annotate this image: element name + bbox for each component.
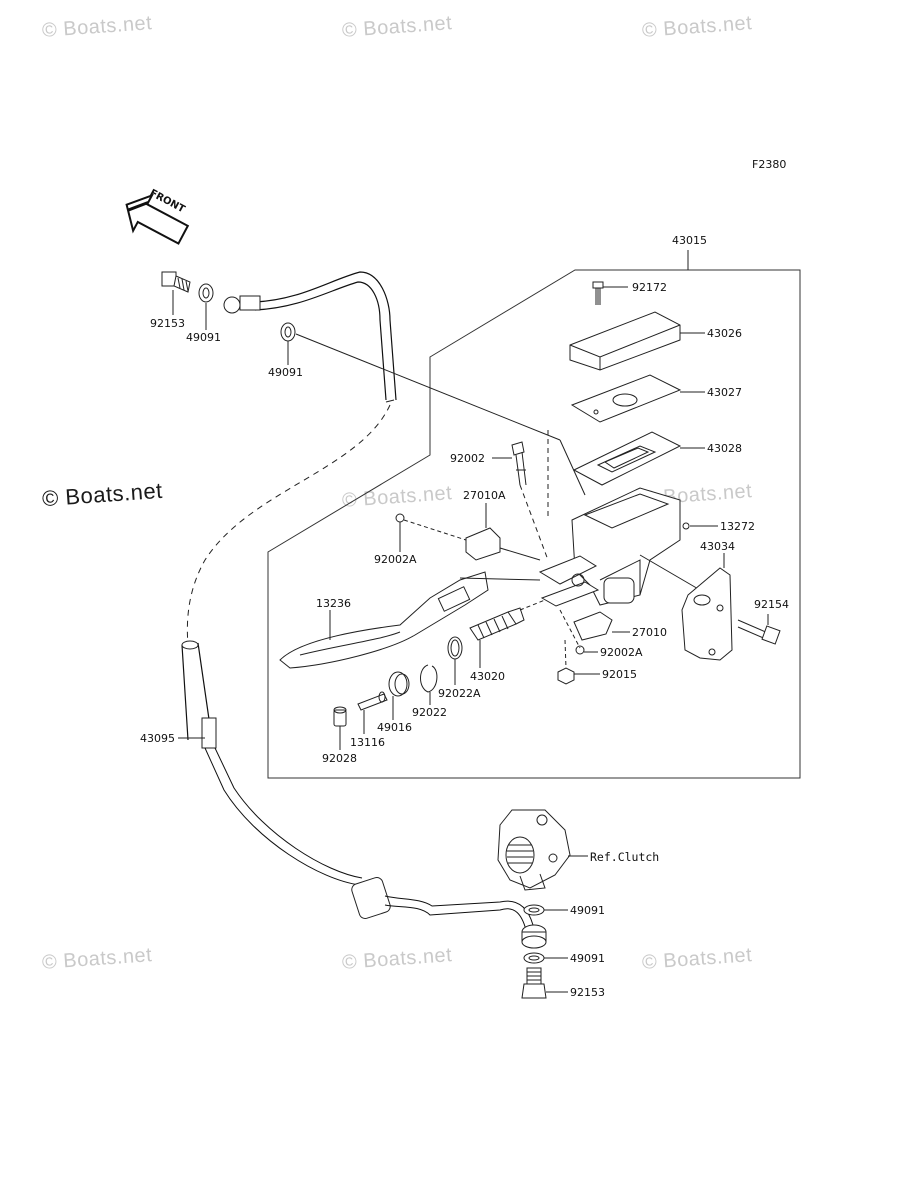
- label-92153-top: 92153: [150, 317, 185, 330]
- lever-holder: [538, 555, 600, 607]
- screw-92172: [592, 281, 604, 305]
- switch-27010: [573, 611, 613, 641]
- switch-27010A: [465, 527, 501, 561]
- nut-92015: [557, 667, 575, 685]
- assembly-outline: [267, 269, 801, 779]
- washer-49091-d: [523, 952, 545, 964]
- label-92002A-bot: 92002A: [600, 646, 643, 659]
- hose-dashed-path: [186, 404, 391, 646]
- boot-49016: [388, 671, 410, 697]
- label-92154: 92154: [754, 598, 789, 611]
- label-43095: 43095: [140, 732, 175, 745]
- screw-92002A-bot: [575, 645, 585, 655]
- clutch-release-cylinder: [497, 809, 571, 891]
- label-92022: 92022: [412, 706, 447, 719]
- label-49091-d: 49091: [570, 952, 605, 965]
- cover-43034: [681, 567, 733, 661]
- label-13272: 13272: [720, 520, 755, 533]
- banjo-fitting-top: [223, 295, 261, 314]
- label-43034: 43034: [700, 540, 735, 553]
- label-92172: 92172: [632, 281, 667, 294]
- piston-assembly-43020: [469, 607, 525, 641]
- washer-49091-a: [198, 283, 214, 303]
- cap-92028: [333, 706, 347, 727]
- screw-92002A-top: [395, 513, 467, 541]
- screw-13272: [682, 522, 690, 530]
- label-92153-bot: 92153: [570, 986, 605, 999]
- label-43026: 43026: [707, 327, 742, 340]
- label-13116: 13116: [350, 736, 385, 749]
- clutch-hose-lower: [204, 747, 363, 886]
- label-49091-a: 49091: [186, 331, 221, 344]
- label-92002A-top: 92002A: [374, 553, 417, 566]
- washer-49091-b: [280, 322, 296, 342]
- figure-code: F2380: [752, 158, 787, 171]
- label-49091-b: 49091: [268, 366, 303, 379]
- front-arrow-icon: [125, 193, 190, 245]
- banjo-fitting-bottom: [521, 924, 547, 949]
- label-92002: 92002: [450, 452, 485, 465]
- label-49091-c: 49091: [570, 904, 605, 917]
- label-92028: 92028: [322, 752, 357, 765]
- label-43015: 43015: [672, 234, 707, 247]
- bolt-92153-top: [161, 271, 191, 293]
- label-49016: 49016: [377, 721, 412, 734]
- circlip-92022: [420, 664, 438, 693]
- label-43020: 43020: [470, 670, 505, 683]
- bolt-92154: [737, 619, 781, 645]
- label-92022A: 92022A: [438, 687, 481, 700]
- diaphragm-43028: [572, 431, 682, 486]
- label-92015: 92015: [602, 668, 637, 681]
- reservoir-cap-43026: [569, 311, 681, 371]
- clutch-hose: [254, 271, 397, 401]
- pushrod-13116: [357, 691, 388, 734]
- master-cylinder-body: [571, 487, 681, 606]
- label-13236: 13236: [316, 597, 351, 610]
- label-43028: 43028: [707, 442, 742, 455]
- label-27010: 27010: [632, 626, 667, 639]
- washer-49091-c: [523, 904, 545, 916]
- clutch-lever-13236: [279, 571, 489, 669]
- label-ref-clutch[interactable]: Ref.Clutch: [590, 850, 660, 864]
- label-27010A: 27010A: [463, 489, 506, 502]
- diaphragm-plate-43027: [570, 374, 682, 423]
- pin-92002: [511, 441, 549, 561]
- label-43027: 43027: [707, 386, 742, 399]
- bolt-92153-bottom: [521, 967, 547, 999]
